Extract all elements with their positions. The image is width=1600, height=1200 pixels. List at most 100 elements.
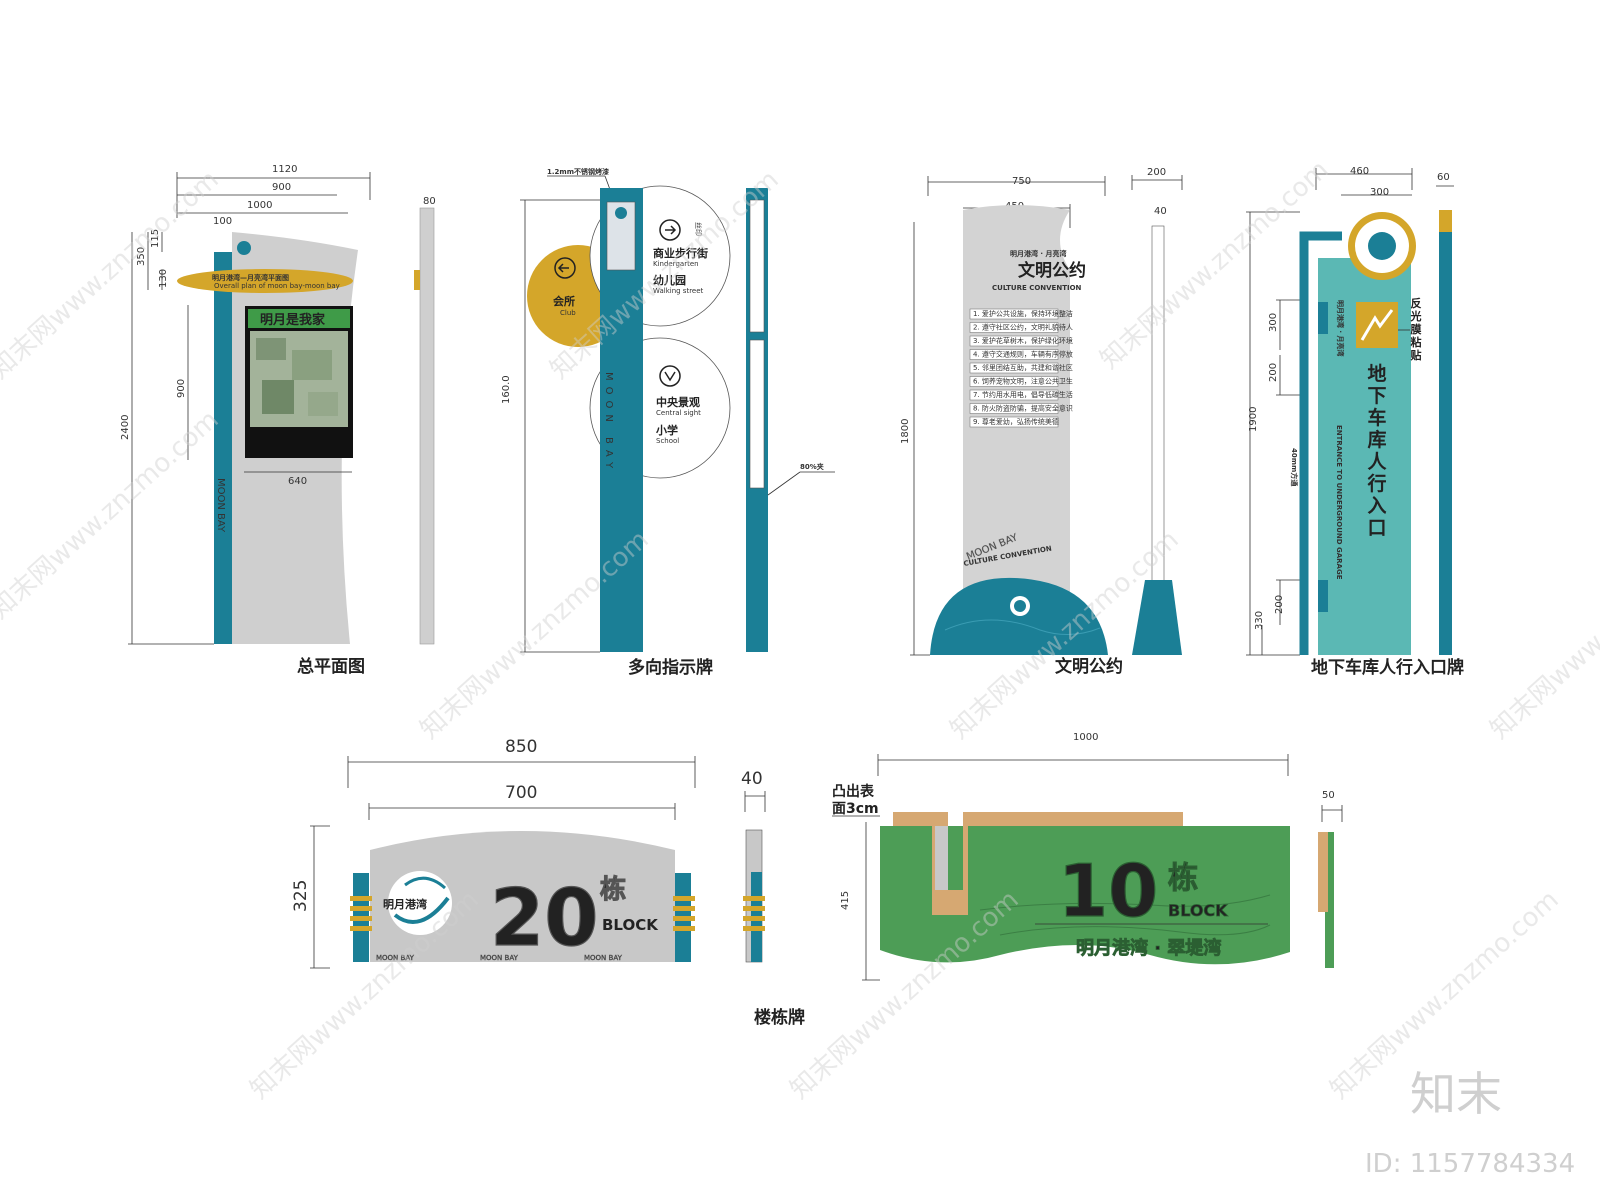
rule-row	[969, 416, 1059, 428]
dim-350: 350	[136, 247, 147, 266]
dim-40b: 40	[741, 769, 763, 789]
dim-1800: 1800	[900, 419, 911, 444]
logo-icon	[1368, 232, 1396, 260]
sign2-item2-cn: 幼儿园	[653, 273, 686, 287]
rule-row	[969, 349, 1059, 360]
sign2-club-en: Club	[560, 309, 576, 317]
sign5-dong: 栋	[600, 874, 626, 905]
dim-1900: 1900	[1248, 407, 1259, 432]
sign6-dong: 栋	[1168, 861, 1198, 896]
rule-text: 6. 饲养宠物文明，注意公共卫生	[973, 377, 1073, 386]
sign-direction: 1.2mm不锈钢烤漆 160.0 会所 Club MOON BAY 商业步行街 …	[501, 167, 835, 678]
logo-icon	[237, 241, 251, 255]
dim-60: 60	[1437, 172, 1450, 183]
rule-text: 9. 尊老爱幼，弘扬传统美德	[973, 417, 1059, 426]
dim-50: 50	[1322, 790, 1335, 801]
sign-block-10: 1000 凸出表 面3cm 415 10 栋 BLOCK 明月港湾 · 翠堤湾 …	[832, 732, 1343, 981]
dim-1000b: 1000	[1073, 732, 1098, 743]
dim-40: 40	[1154, 206, 1167, 217]
sign4-pipe-note: 40mm方通	[1290, 448, 1299, 487]
vertical-char: 入	[1367, 495, 1386, 517]
dim-80: 80	[423, 196, 436, 207]
sign2-item3-cn: 中央景观	[656, 395, 700, 409]
arrow-left-icon	[554, 257, 576, 279]
dim-900: 900	[272, 182, 291, 193]
dim-200b: 200	[1274, 595, 1285, 614]
sign5-number: 20	[490, 874, 599, 964]
vertical-char: 反	[1411, 296, 1422, 310]
dim-200a: 200	[1268, 363, 1279, 382]
rule-row	[969, 403, 1059, 414]
sign-garage-entrance: 460 300 60 1900 300 200 40mm方通 200 330 明…	[1246, 166, 1464, 678]
sign5-logo-text: 明月港湾	[383, 897, 427, 911]
vertical-char: 人	[1367, 451, 1387, 473]
sign6-tan-overlay	[893, 812, 1183, 915]
sign2-item4-en: School	[656, 437, 679, 445]
caption-master-plan: 总平面图	[297, 656, 365, 677]
dim-100: 100	[213, 216, 232, 227]
rule-text: 1. 爱护公共设施，保持环境整洁	[973, 309, 1073, 318]
sign4-title-cn: 地下车库人行入口	[1366, 362, 1387, 539]
sign6-side	[1325, 832, 1334, 968]
image-id: ID: 1157784334	[1365, 1149, 1575, 1179]
rule-row	[969, 376, 1059, 387]
dim-2400: 2400	[120, 415, 131, 440]
dim-750: 750	[1012, 176, 1031, 187]
caption-direction: 多向指示牌	[628, 657, 713, 678]
sign1-banner	[177, 269, 353, 293]
sign2-item1-en: Kindergarten	[653, 260, 699, 268]
sign5-footer-1: MOON BAY	[376, 954, 415, 962]
rule-row	[969, 362, 1059, 374]
caption-garage: 地下车库人行入口牌	[1311, 657, 1464, 678]
sign4-side	[1439, 210, 1452, 655]
sign1-side	[419, 207, 435, 645]
sign1-banner-cn: 明月港湾—月亮湾平面图	[212, 273, 289, 282]
sign5-footer-2: MOON BAY	[480, 954, 519, 962]
sign4-title-en: ENTRANCE TO UNDERGROUND GARAGE	[1335, 425, 1343, 580]
dim-1000: 1000	[247, 200, 272, 211]
sign2-item1-cn: 商业步行街	[653, 246, 708, 260]
dim-300: 300	[1370, 187, 1389, 198]
vertical-char: 光	[1410, 309, 1422, 323]
arrow-down-icon	[659, 365, 681, 387]
sign1-teal-post	[214, 252, 232, 644]
sign6-panel	[880, 826, 1290, 965]
svg-text:知末网www.znzmo.com: 知末网www.znzmo.com	[1485, 525, 1600, 745]
sign3-side-base	[1132, 580, 1182, 655]
vertical-char: 车	[1367, 406, 1386, 429]
vertical-char: 行	[1366, 472, 1386, 495]
vertical-char: 贴	[1410, 348, 1422, 362]
sign4-frame	[1299, 231, 1342, 655]
sign2-side-note: 丝印	[694, 222, 703, 236]
rule-text: 3. 爱护花草树木，保护绿化环境	[973, 336, 1073, 345]
vertical-char: 粘	[1411, 335, 1422, 349]
dim-115: 115	[150, 229, 161, 248]
sign6-block: BLOCK	[1168, 901, 1228, 920]
sign3-base	[930, 577, 1108, 655]
sign2-callout: 80%夹	[800, 462, 824, 471]
sign1-board-title: 明月是我家	[260, 312, 326, 328]
vertical-char: 下	[1367, 385, 1386, 407]
sign6-number: 10	[1058, 849, 1158, 933]
sign6-name: 明月港湾 · 翠堤湾	[1076, 937, 1221, 959]
caption-building: 楼栋牌	[754, 1007, 805, 1028]
svg-text:知末网www.znzmo.com: 知末网www.znzmo.com	[1095, 155, 1335, 375]
caption-civic: 文明公约	[1055, 656, 1123, 677]
rule-text: 4. 遵守交通规则，车辆有序停放	[973, 350, 1073, 359]
dim-325: 325	[291, 880, 311, 912]
rule-text: 7. 节约用水用电，倡导低碳生活	[973, 390, 1073, 399]
logo-icon	[615, 207, 627, 219]
sign3-rules-list: 1. 爱护公共设施，保持环境整洁 2. 遵守社区公约，文明礼貌待人 3. 爱护花草树…	[969, 308, 1073, 428]
dim-900v: 900	[176, 379, 187, 398]
sign5-panel	[370, 831, 675, 962]
dim-300v: 300	[1268, 313, 1279, 332]
vertical-char: 膜	[1411, 322, 1422, 336]
dim-1600: 160.0	[501, 375, 512, 404]
dim-1120: 1120	[272, 164, 297, 175]
rule-text: 2. 遵守社区公约，文明礼貌待人	[973, 323, 1073, 332]
brand-logo: 知末	[1410, 1067, 1502, 1121]
sign5-footer-3: MOON BAY	[584, 954, 623, 962]
rule-row	[969, 335, 1059, 347]
rule-row	[969, 308, 1059, 320]
